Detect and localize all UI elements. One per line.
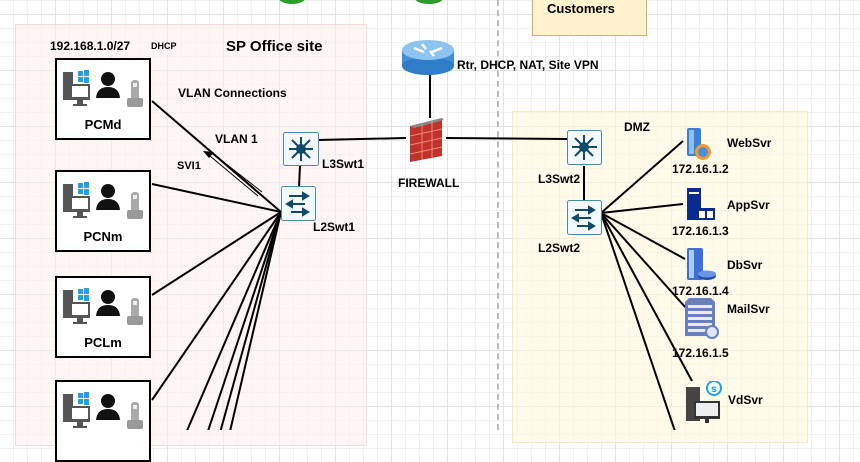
user-icon xyxy=(96,184,120,210)
ip-phone-icon xyxy=(127,192,143,219)
video-server-icon: s xyxy=(686,380,722,423)
l3swt2-label: L3Swt2 xyxy=(538,172,581,186)
subnet-label: 192.168.1.0/27 xyxy=(50,39,131,53)
vlan-connections-label: VLAN Connections xyxy=(178,86,287,100)
l3-switch-icon[interactable] xyxy=(283,132,319,166)
db-server-icon xyxy=(687,248,716,280)
desktop-computer-icon xyxy=(63,288,90,324)
pc-name: PCMd xyxy=(84,117,122,132)
customers-label: Customers xyxy=(547,1,615,16)
l2swt1-label: L2Swt1 xyxy=(313,220,356,234)
server-dbsvr[interactable]: DbSvr 172.16.1.4 xyxy=(672,246,762,298)
svg-text:s: s xyxy=(711,384,717,395)
server-ip: 172.16.1.5 xyxy=(672,346,729,360)
server-name: VdSvr xyxy=(728,393,763,407)
firewall-icon[interactable] xyxy=(406,116,446,164)
server-appsvr[interactable]: AppSvr 172.16.1.3 xyxy=(672,186,770,238)
l3swt1-label: L3Swt1 xyxy=(322,157,365,171)
dhcp-label: DHCP xyxy=(151,41,177,51)
server-ip: 172.16.1.2 xyxy=(672,162,729,176)
connections xyxy=(151,70,693,430)
app-server-icon xyxy=(687,188,715,220)
user-icon xyxy=(96,290,120,316)
l2swt2-label: L2Swt2 xyxy=(538,241,581,255)
pc-workstation-box[interactable]: PCNm xyxy=(55,170,151,252)
pc-workstation-box[interactable]: PCMd xyxy=(55,58,151,140)
router-icon[interactable] xyxy=(400,38,456,76)
server-mailsvr[interactable]: MailSvr 172.16.1.5 xyxy=(672,296,770,360)
l2-switch-icon[interactable] xyxy=(567,200,603,236)
server-ip: 172.16.1.3 xyxy=(672,224,729,238)
dmz-title: DMZ xyxy=(624,120,650,134)
user-icon xyxy=(96,72,120,98)
router-label: Rtr, DHCP, NAT, Site VPN xyxy=(457,58,599,72)
user-icon xyxy=(96,394,120,420)
server-name: WebSvr xyxy=(727,136,772,150)
server-websvr[interactable]: WebSvr 172.16.1.2 xyxy=(672,124,771,176)
desktop-computer-icon xyxy=(63,182,90,218)
pc-workstation-box[interactable]: PCLm xyxy=(55,276,151,358)
l2-switch-icon[interactable] xyxy=(281,186,317,222)
l3-switch-icon[interactable] xyxy=(567,130,603,166)
pc-name: PCLm xyxy=(84,335,122,350)
server-name: DbSvr xyxy=(727,258,763,272)
pc-workstation-box[interactable] xyxy=(55,380,151,462)
ip-phone-icon xyxy=(127,80,143,107)
server-ip: 172.16.1.4 xyxy=(672,284,729,298)
cloud-node-icon xyxy=(414,0,444,4)
customers-box[interactable] xyxy=(532,0,647,36)
svi-label: SVI1 xyxy=(177,160,201,172)
server-name: MailSvr xyxy=(727,302,770,316)
pc-name: PCNm xyxy=(83,229,123,244)
svi-arrow xyxy=(203,151,263,197)
office-site-title: SP Office site xyxy=(226,38,323,55)
desktop-computer-icon xyxy=(63,70,90,106)
zone-divider xyxy=(497,0,499,430)
cloud-node-icon xyxy=(278,0,306,4)
server-name: AppSvr xyxy=(727,198,770,212)
ip-phone-icon xyxy=(127,298,143,325)
mail-server-icon xyxy=(685,298,719,339)
web-server-icon xyxy=(687,128,711,160)
firewall-label: FIREWALL xyxy=(398,176,460,190)
vlan1-label: VLAN 1 xyxy=(215,132,258,146)
ip-phone-icon xyxy=(127,402,143,429)
desktop-computer-icon xyxy=(63,392,90,428)
